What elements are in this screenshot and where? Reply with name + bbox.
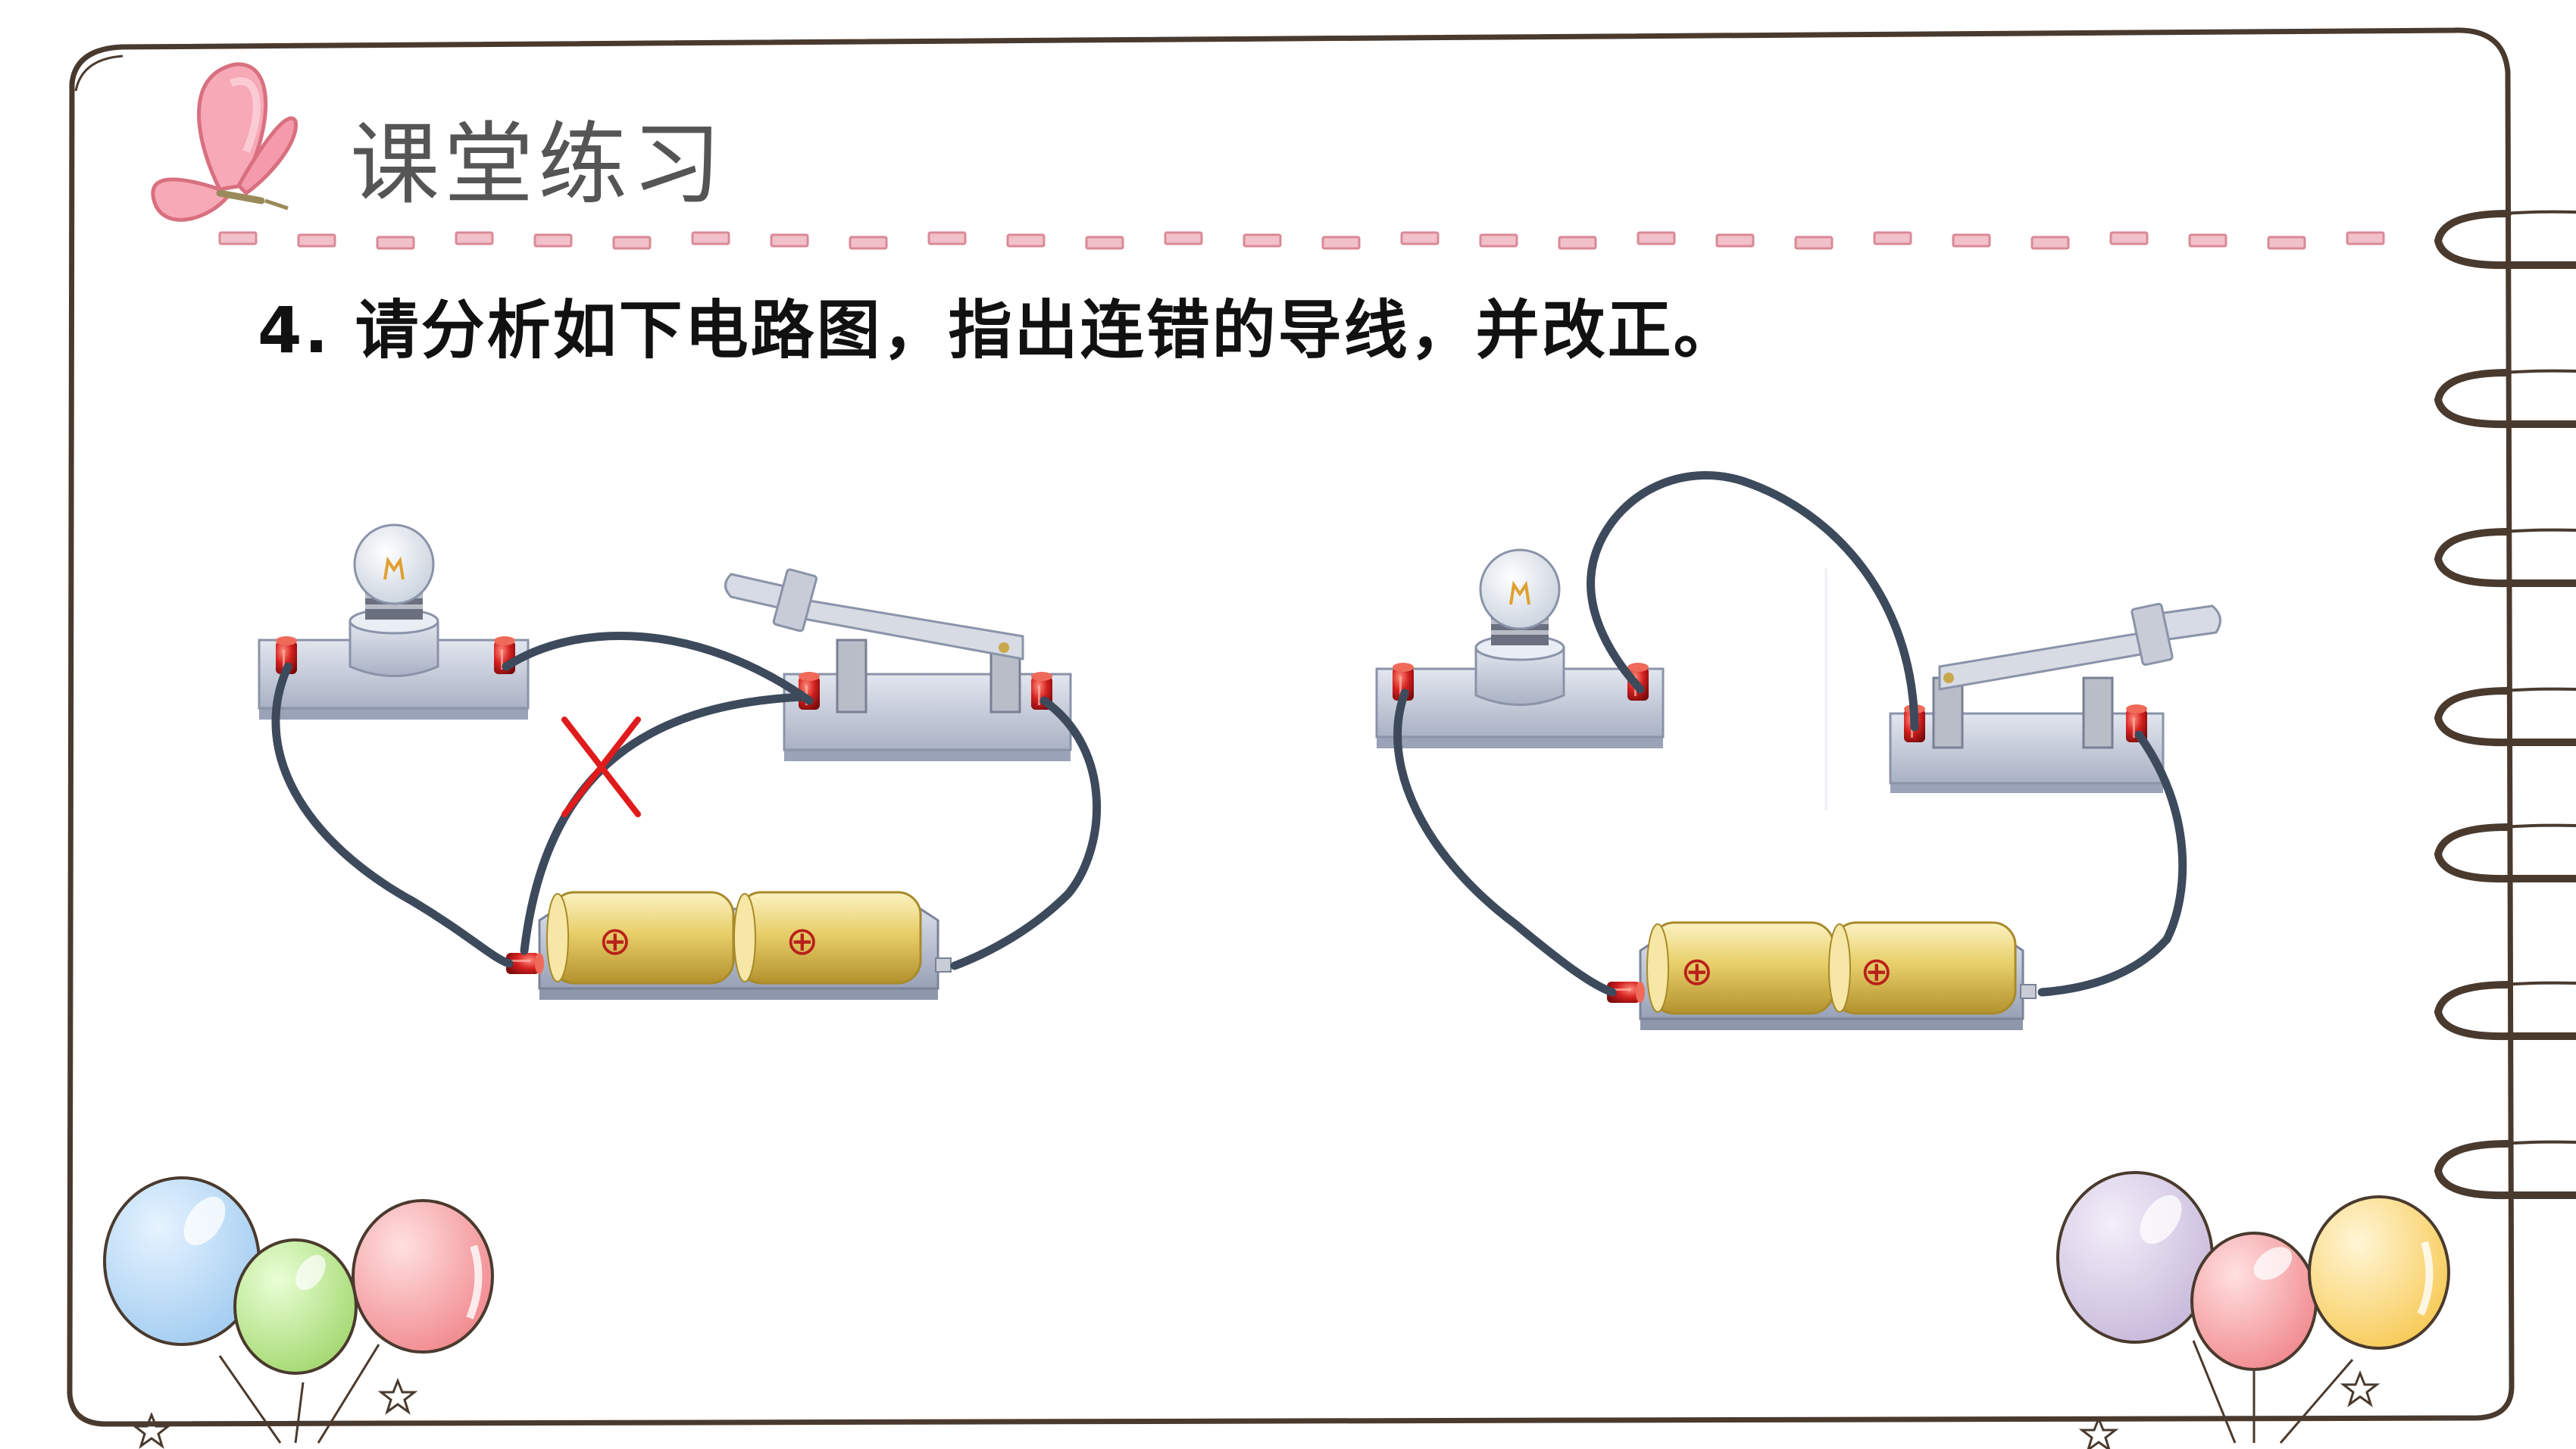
question-text: 4. 请分析如下电路图，指出连错的导线，并改正。 (258, 293, 1740, 367)
dash-segment (1243, 233, 1282, 248)
cross-mark-icon (561, 717, 641, 817)
lightbulb-icon (258, 523, 530, 720)
dash-segment (2188, 233, 2227, 248)
knife-switch-icon (724, 568, 1072, 761)
dash-segment (1952, 233, 1991, 248)
dash-segment (1164, 231, 1203, 245)
dash-segment (2346, 231, 2385, 245)
dash-segment (533, 233, 573, 248)
battery-icon: ⊕ ⊕ (538, 891, 952, 1000)
balloon-icon (352, 1199, 494, 1354)
circuit-right: ⊕ ⊕ (1375, 471, 2221, 1030)
dash-segment (1479, 233, 1518, 248)
svg-text:⊕: ⊕ (786, 919, 819, 964)
knife-switch-icon (1889, 602, 2221, 793)
wires-right (1393, 471, 2187, 997)
dash-segment (1085, 236, 1124, 250)
balloon-icon (2308, 1195, 2450, 1350)
wires-left (271, 632, 1102, 970)
svg-text:⊕: ⊕ (1680, 949, 1714, 995)
dash-segment (612, 236, 652, 250)
dash-segment (1794, 236, 1834, 250)
dash-segment (2267, 236, 2306, 250)
balloons-left (103, 1176, 494, 1447)
dash-segment (1715, 233, 1755, 248)
dash-segment (218, 231, 258, 245)
lightbulb-icon (1375, 548, 1665, 748)
dash-segment (1558, 236, 1597, 250)
spiral-rings (2434, 210, 2576, 1200)
dash-segment (2109, 231, 2149, 245)
page-title: 课堂练习 (350, 112, 726, 217)
dash-segment (2030, 236, 2070, 250)
battery-icon: ⊕ ⊕ (1639, 921, 2037, 1030)
dash-segment (455, 231, 494, 245)
dash-segment (849, 236, 888, 250)
dash-segment (1637, 231, 1676, 245)
notebook-frame (67, 27, 2515, 1427)
dash-segment (770, 233, 809, 248)
balloon-icon (2190, 1232, 2318, 1371)
balloon-icon (233, 1238, 358, 1375)
dash-segment (927, 231, 967, 245)
dash-segment (297, 233, 336, 248)
dashed-divider (218, 231, 2385, 250)
dash-segment (691, 231, 730, 245)
balloon-icon (2056, 1171, 2214, 1344)
balloons-right (2056, 1171, 2450, 1449)
dash-segment (376, 236, 415, 250)
dash-segment (1321, 236, 1361, 250)
dash-segment (1873, 231, 1912, 245)
svg-text:⊕: ⊕ (599, 919, 632, 964)
svg-text:⊕: ⊕ (1860, 949, 1893, 995)
dash-segment (1400, 231, 1440, 245)
butterfly-icon (151, 62, 298, 222)
circuit-left: ⊕ ⊕ (258, 523, 1102, 1000)
dash-segment (1006, 233, 1046, 248)
